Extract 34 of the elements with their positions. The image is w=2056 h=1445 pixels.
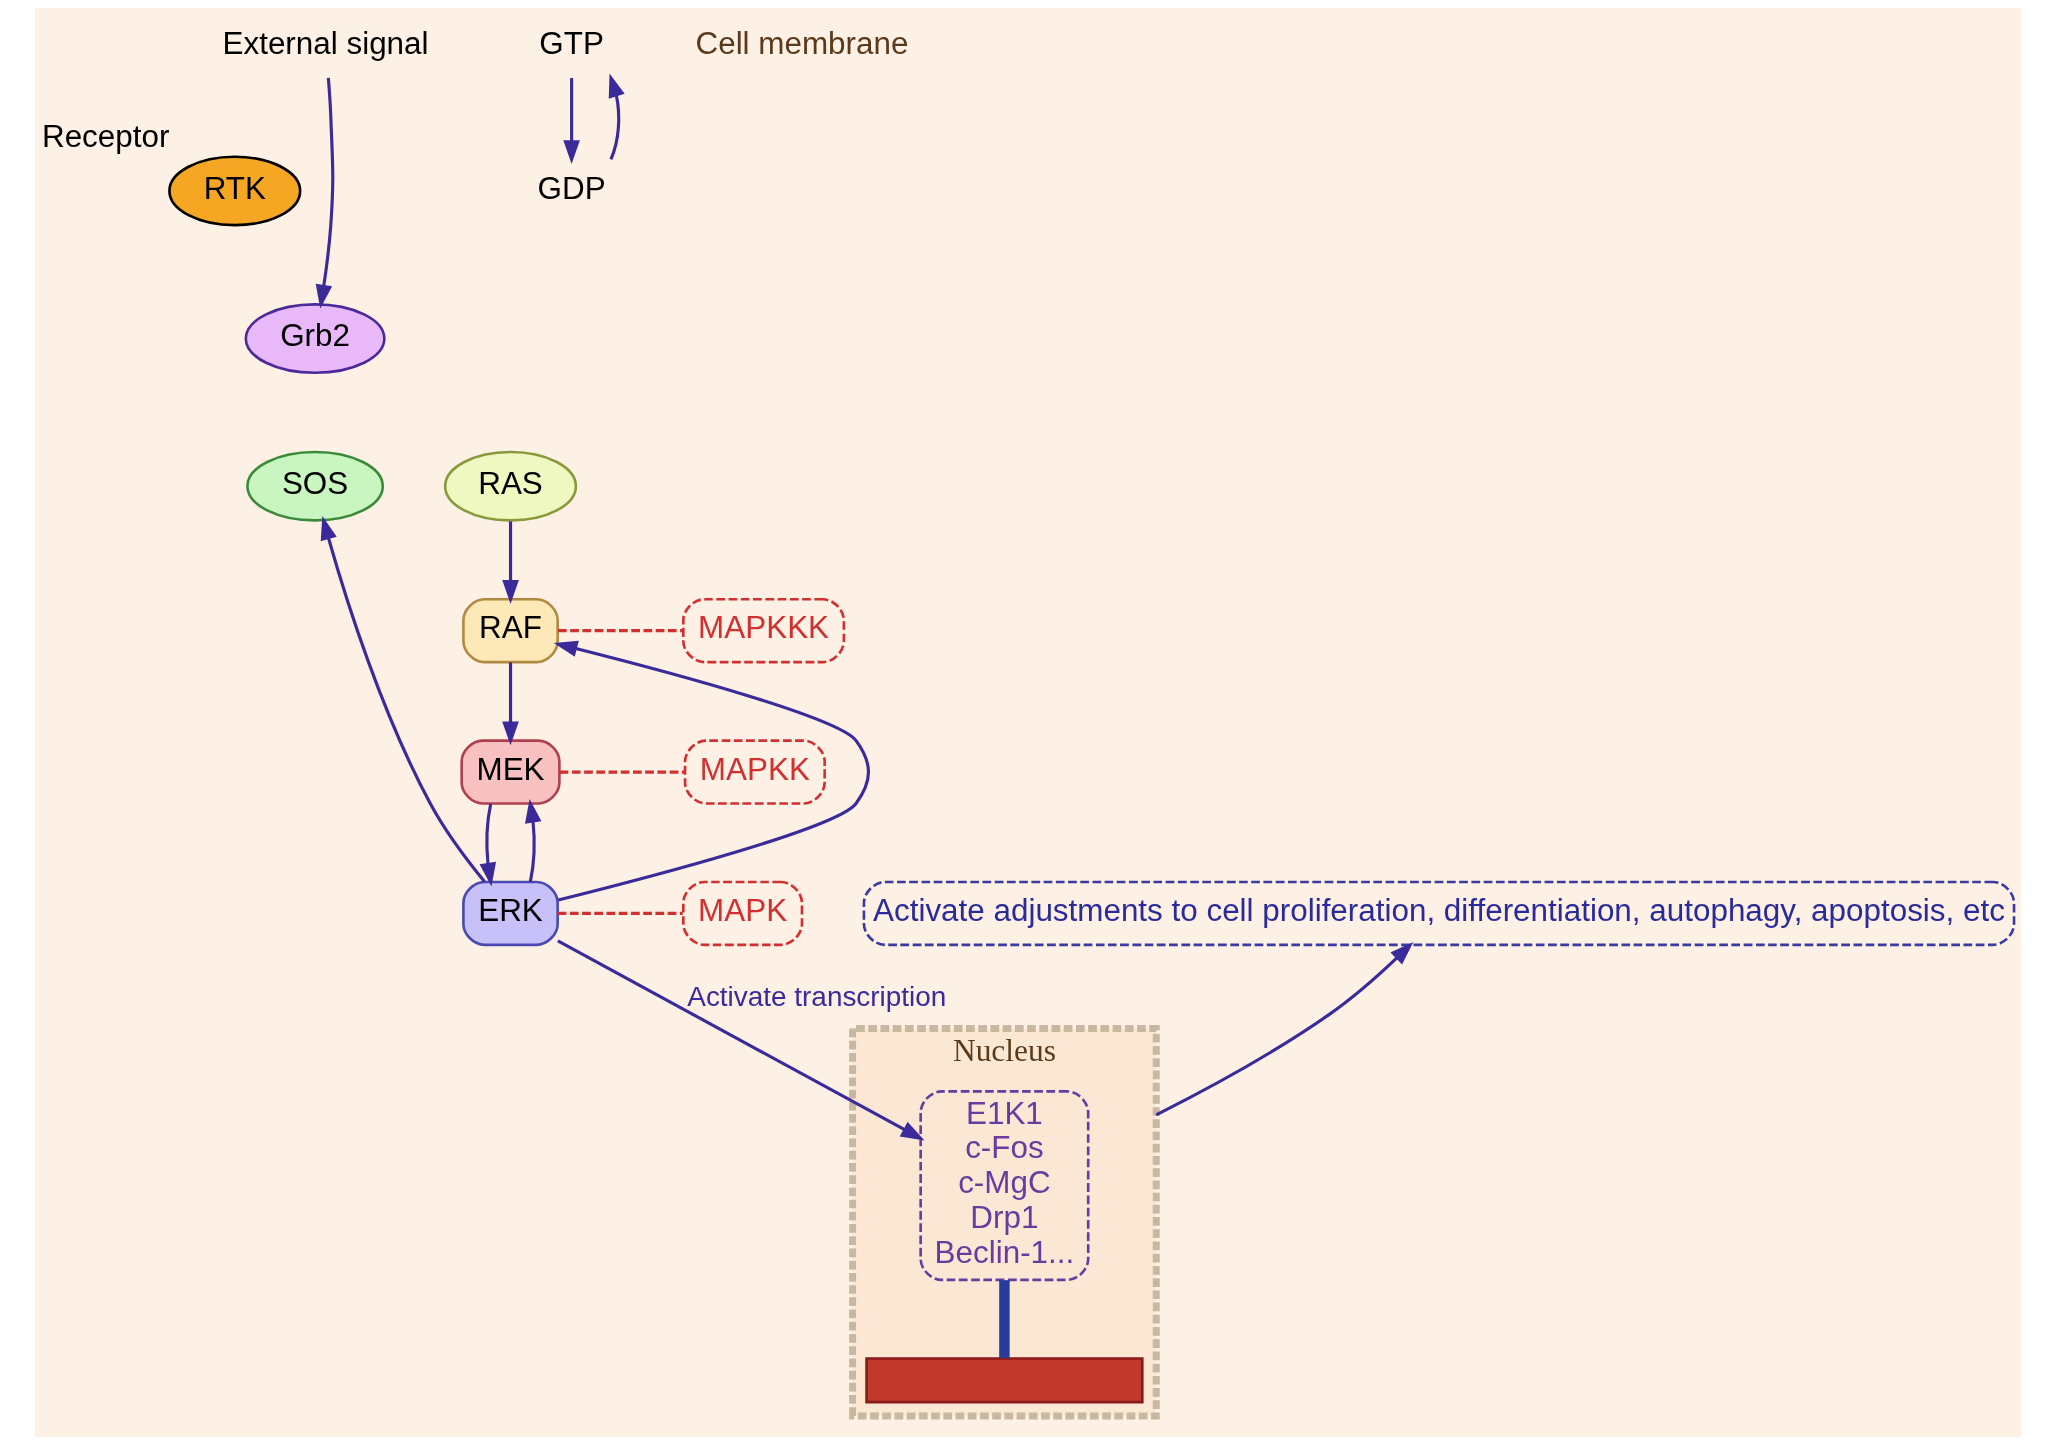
arrow bbox=[1155, 941, 1414, 1117]
node-box bbox=[865, 1357, 1144, 1404]
node-box: ERK bbox=[462, 880, 559, 947]
connector bbox=[557, 911, 683, 915]
node-text: GDP bbox=[537, 170, 606, 206]
arrow bbox=[502, 521, 519, 604]
node-ellipse: Grb2 bbox=[244, 303, 386, 375]
arrow bbox=[525, 799, 542, 883]
node-box: E1K1 c-Fos c-MgC Drp1 Beclin-1... bbox=[919, 1090, 1090, 1282]
label: Cell membrane bbox=[695, 26, 909, 62]
node-box: RAF bbox=[462, 597, 559, 664]
node-ellipse: RAS bbox=[443, 450, 578, 522]
node-ellipse: RTK bbox=[168, 155, 302, 227]
node-label: Receptor bbox=[41, 118, 170, 154]
arrow bbox=[553, 640, 870, 902]
node-text: GTP bbox=[539, 26, 604, 62]
arrow bbox=[557, 939, 925, 1141]
node-box: MAPKKK bbox=[682, 597, 846, 664]
connector bbox=[557, 629, 684, 633]
node-text: External signal bbox=[222, 26, 429, 62]
node-box: MEK bbox=[460, 739, 561, 805]
arrow bbox=[563, 78, 580, 165]
node-ellipse: SOS bbox=[246, 450, 385, 522]
arrow bbox=[320, 516, 486, 883]
node-box: MAPK bbox=[682, 880, 804, 947]
arrow bbox=[315, 77, 335, 309]
node-box: Activate adjustments to cell proliferation, differentiation, autophagy, apoptosis, etc bbox=[862, 880, 2016, 947]
connector bbox=[999, 1280, 1010, 1359]
arrow bbox=[479, 803, 497, 887]
arrow bbox=[608, 73, 625, 160]
arrow bbox=[502, 662, 519, 746]
edge-label: Activate transcription bbox=[687, 980, 947, 1012]
node-box: MAPKK bbox=[683, 739, 826, 805]
connector bbox=[559, 770, 685, 774]
